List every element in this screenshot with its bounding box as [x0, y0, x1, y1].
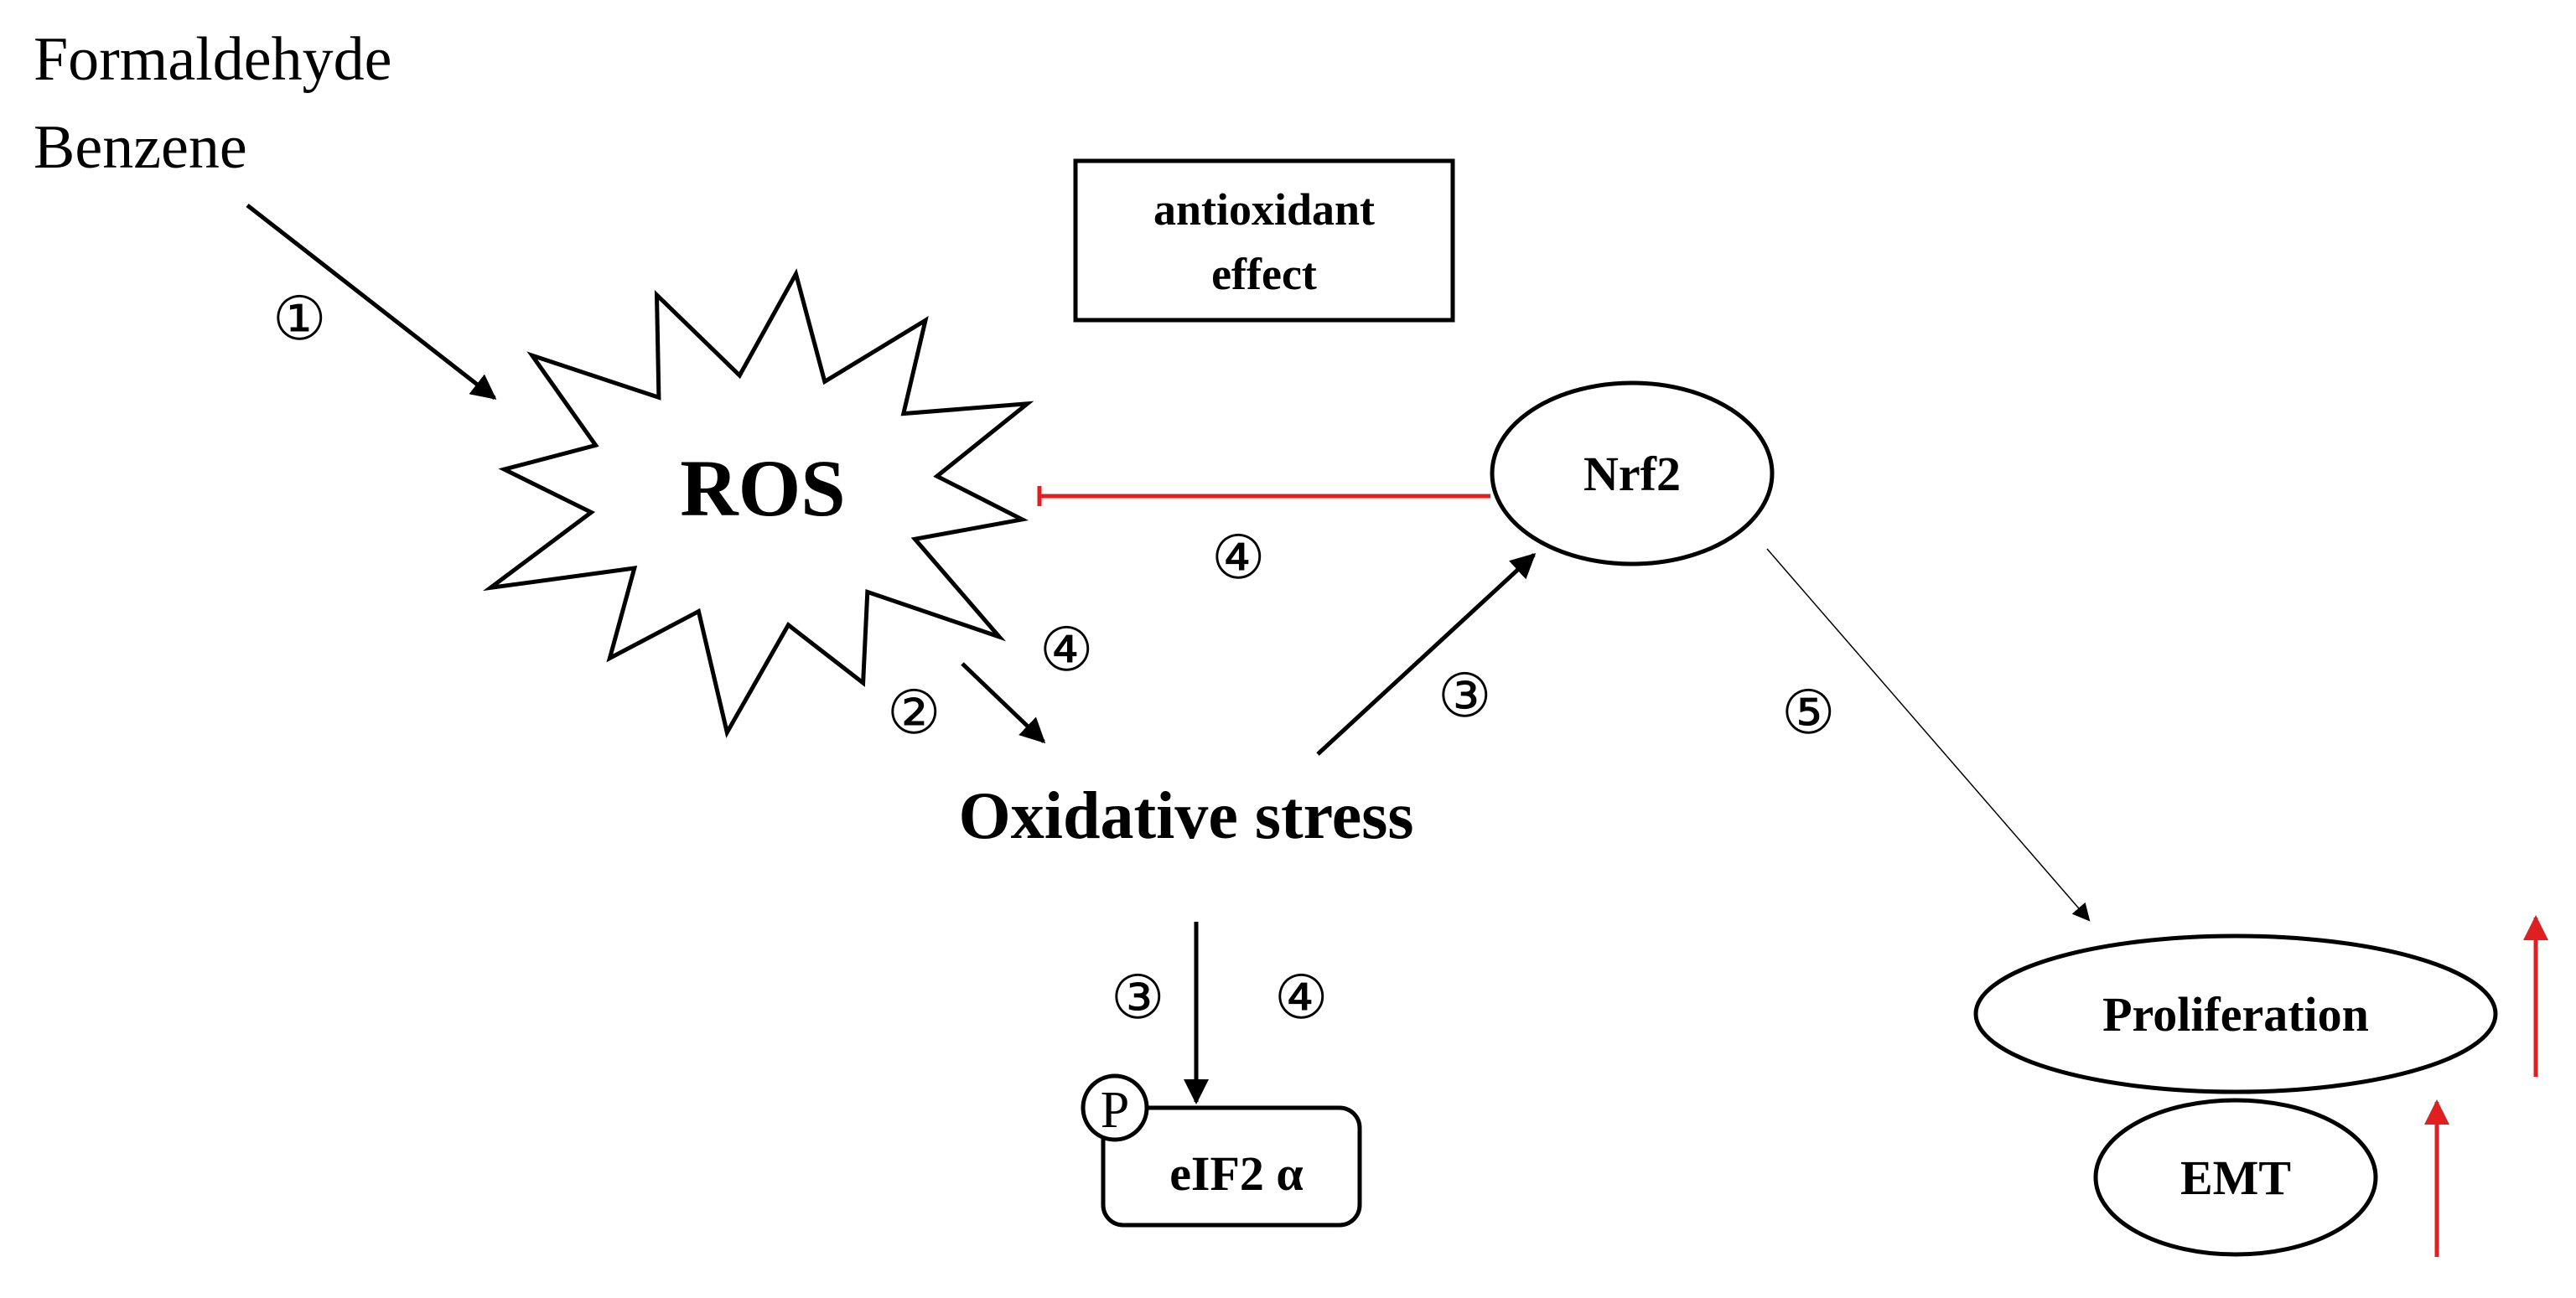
- nrf2-label: Nrf2: [1583, 447, 1681, 501]
- antioxidant-effect-box: [1073, 158, 1455, 323]
- proliferation-node: [1973, 933, 2498, 1094]
- proliferation-label: Proliferation: [2102, 987, 2369, 1042]
- input-formaldehyde: Formaldehyde: [34, 25, 391, 94]
- ros-starburst: [482, 268, 1034, 738]
- step-marker-1: ①: [272, 286, 327, 353]
- oxidative-stress-label: Oxidative stress: [959, 779, 1414, 853]
- emt-node: [2093, 1098, 2378, 1257]
- nrf2-node: [1490, 380, 1775, 566]
- step-marker-3-nrf2: ③: [1438, 663, 1492, 730]
- emt-label: EMT: [2180, 1151, 2291, 1205]
- phosphorylation-marker: [1081, 1073, 1149, 1142]
- antioxidant-label-line1: antioxidant: [1153, 184, 1375, 235]
- antioxidant-label-line2: effect: [1211, 249, 1317, 299]
- step-marker-4-ros: ④: [1039, 617, 1094, 684]
- step-marker-4-inhibition: ④: [1211, 525, 1266, 592]
- arrow-nrf2-to-proliferation: [1766, 548, 2091, 922]
- step-marker-4-eif2a: ④: [1274, 964, 1329, 1032]
- arrow-oxidative-stress-to-nrf2: [1316, 552, 1537, 756]
- eif2a-box: [1101, 1105, 1362, 1228]
- step-marker-2: ②: [887, 680, 941, 747]
- eif2a-label: eIF2 α: [1169, 1146, 1304, 1201]
- arrow-chemicals-to-ros: [246, 204, 497, 400]
- ros-label: ROS: [680, 443, 845, 533]
- step-marker-5: ⑤: [1781, 680, 1836, 747]
- step-marker-3-eif2a: ③: [1111, 964, 1165, 1032]
- arrow-ros-to-oxidative-stress: [961, 662, 1046, 744]
- phosphorylation-label: P: [1101, 1082, 1129, 1139]
- input-benzene: Benzene: [34, 113, 247, 182]
